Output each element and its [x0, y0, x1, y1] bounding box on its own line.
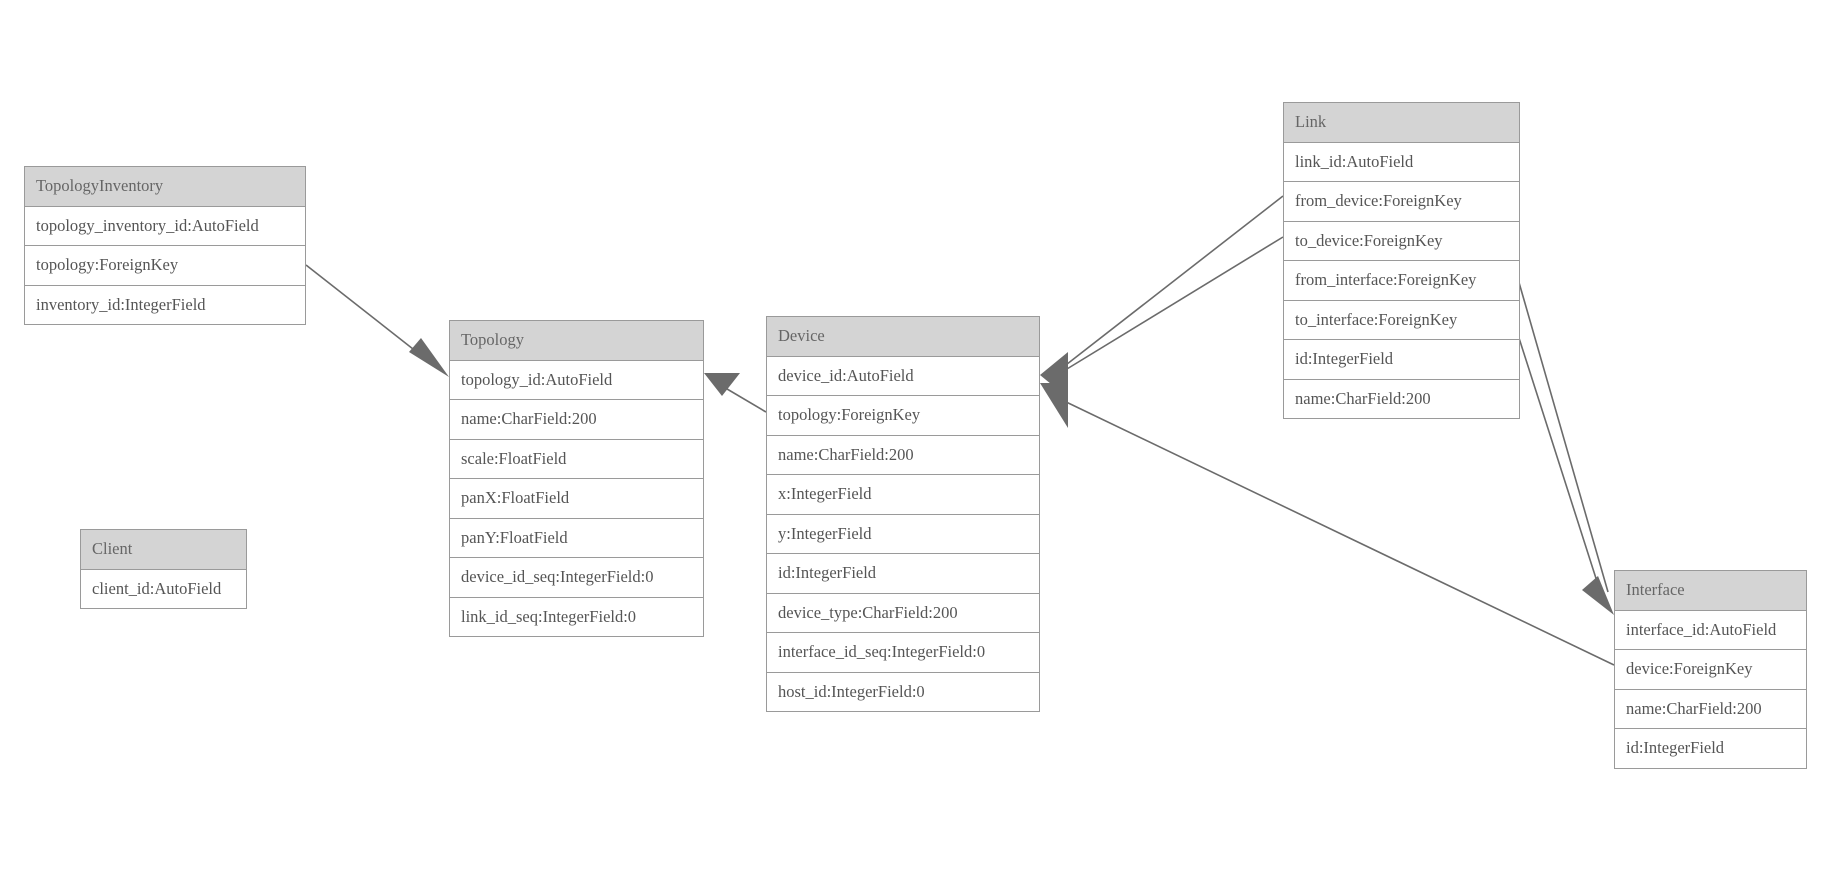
entity-field[interactable]: name:CharField:200 — [1295, 388, 1431, 408]
entity-field[interactable]: topology:ForeignKey — [767, 396, 1039, 436]
entity-field[interactable]: link_id_seq:IntegerField:0 — [461, 606, 637, 626]
relationship-interface-device — [1040, 383, 1615, 666]
entity-field[interactable]: interface_id_seq:IntegerField:0 — [767, 633, 1039, 673]
entity-field[interactable]: panY:FloatField — [450, 519, 703, 558]
entity-header-topology_inventory: TopologyInventory — [25, 167, 305, 207]
entity-header-device: Device — [767, 317, 1039, 357]
entity-header-topology: Topology — [450, 321, 703, 361]
entity-field[interactable]: id:IntegerField — [1626, 738, 1725, 757]
entity-header-interface: Interface — [1615, 571, 1806, 611]
relationship-link-from-interface — [1515, 271, 1614, 615]
entity-header-link: Link — [1284, 103, 1519, 143]
entity-field[interactable]: topology_id:AutoField — [450, 361, 703, 400]
entity-field[interactable]: name:CharField:200 — [1615, 690, 1806, 729]
relationship-device-topology — [704, 373, 767, 413]
entity-field[interactable]: scale:FloatField — [450, 440, 703, 479]
entity-field[interactable]: name:CharField:200 — [767, 436, 1039, 475]
entity-field[interactable]: topology:ForeignKey — [25, 246, 305, 286]
relationship-link-to-device — [1061, 236, 1284, 373]
relationship-link-to-interface — [1510, 312, 1602, 595]
entity-header-client: Client — [81, 530, 246, 570]
entity-field[interactable]: name:CharField:200 — [450, 400, 703, 440]
entity-field[interactable]: id:IntegerField — [767, 554, 1039, 594]
entity-fields-client: client_id:AutoField — [81, 570, 246, 609]
relationship-link-from-device — [1040, 195, 1284, 398]
entity-field[interactable]: from_device:ForeignKey — [1284, 182, 1519, 222]
entity-field[interactable]: client_id:AutoField — [92, 578, 222, 598]
entity-field[interactable]: device:ForeignKey — [1615, 650, 1806, 690]
entity-field[interactable]: id:IntegerField — [1284, 340, 1519, 380]
entity-field[interactable]: y:IntegerField — [767, 515, 1039, 554]
entity-field[interactable]: inventory_id:IntegerField — [36, 294, 206, 314]
entity-field[interactable]: topology_inventory_id:AutoField — [25, 207, 305, 246]
entity-field[interactable]: to_interface:ForeignKey — [1284, 301, 1519, 340]
entity-field[interactable]: device_id:AutoField — [767, 357, 1039, 396]
entity-field[interactable]: device_id_seq:IntegerField:0 — [450, 558, 703, 598]
entity-field[interactable]: x:IntegerField — [767, 475, 1039, 515]
relationship-topologyinventory-topology — [305, 264, 449, 377]
entity-field[interactable]: panX:FloatField — [450, 479, 703, 519]
entity-field[interactable]: to_device:ForeignKey — [1284, 222, 1519, 261]
entity-field[interactable]: link_id:AutoField — [1284, 143, 1519, 182]
entity-field[interactable]: device_type:CharField:200 — [767, 594, 1039, 633]
entity-field[interactable]: host_id:IntegerField:0 — [778, 681, 925, 701]
entity-field[interactable]: from_interface:ForeignKey — [1284, 261, 1519, 301]
entity-client[interactable]: Client client_id:AutoField — [80, 529, 247, 609]
entity-field[interactable]: interface_id:AutoField — [1615, 611, 1806, 650]
